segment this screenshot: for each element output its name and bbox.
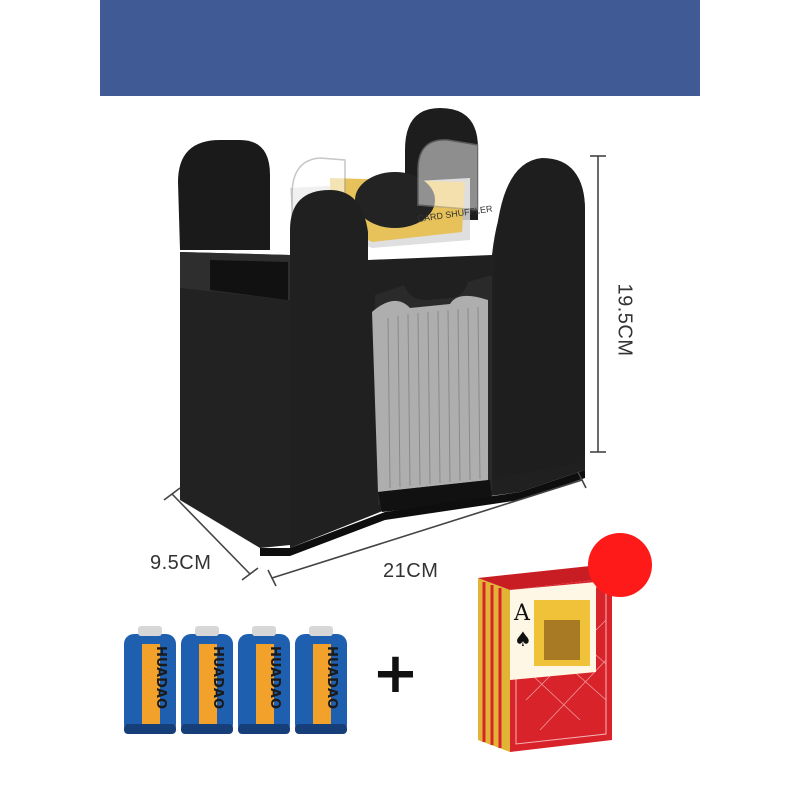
red-marker-dot: [588, 533, 652, 597]
shuffler-right-front-wing: [495, 158, 585, 478]
shuffler-tray-ridges: [387, 306, 481, 489]
height-dimension-label: 19.5CM: [613, 283, 636, 357]
shuffler-left-wing: [178, 140, 270, 250]
battery-1-brand: HUADAO: [153, 646, 168, 709]
card-shuffler: CARD SHUFFLER: [178, 108, 585, 556]
battery-3: [238, 626, 290, 734]
shuffler-front-base: [378, 480, 492, 512]
shuffler-bottom-edge: [260, 470, 585, 556]
shuffler-clear-flap-right: [417, 139, 479, 211]
dimension-lines: [163, 155, 606, 587]
battery-2-brand: HUADAO: [210, 646, 225, 709]
batteries-group: HUADAO HUADAO HUADAO HUADAO: [124, 626, 347, 734]
battery-1: [124, 626, 176, 734]
width-dimension-label: 9.5CM: [150, 552, 212, 574]
battery-4-brand: HUADAO: [324, 646, 339, 709]
playing-card-box: A ♠: [478, 533, 652, 752]
battery-4: [295, 626, 347, 734]
shuffler-card-tray: [372, 295, 488, 492]
shuffler-top-lid: [355, 172, 435, 228]
shuffler-left-tray: [210, 260, 288, 300]
spade-icon: ♠: [514, 627, 532, 651]
battery-3-brand: HUADAO: [267, 646, 282, 709]
card-box-top: [478, 566, 612, 590]
top-banner: [100, 0, 700, 96]
length-dimension-label: 21CM: [383, 560, 439, 582]
card-box-side: [478, 578, 510, 752]
shuffler-left-side: [180, 252, 290, 548]
length-dimension-line: [271, 479, 583, 579]
battery-2: [181, 626, 233, 734]
plus-sign: +: [372, 641, 419, 706]
card-rank: A: [513, 601, 531, 626]
width-dimension-line: [171, 493, 251, 575]
